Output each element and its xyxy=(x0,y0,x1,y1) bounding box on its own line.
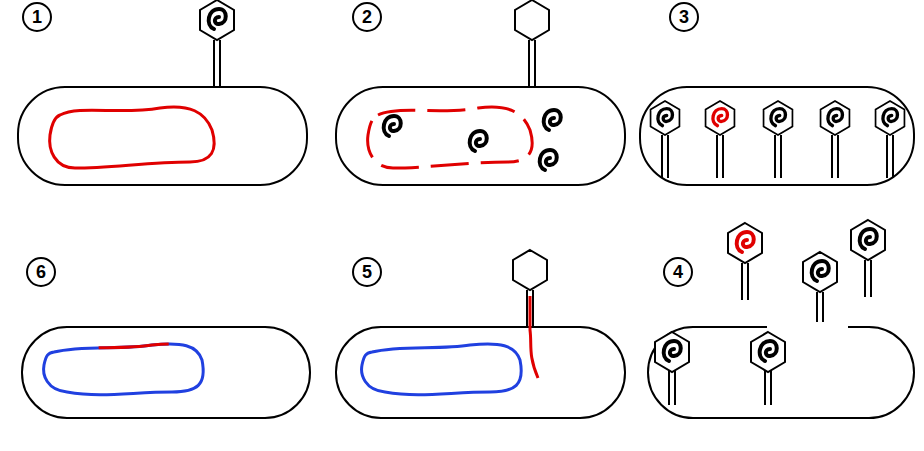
step-number: 1 xyxy=(22,2,52,32)
callout-number: 6 xyxy=(36,263,46,281)
callout-number: 1 xyxy=(32,8,42,26)
bacterial-cell xyxy=(18,87,307,185)
step-number: 2 xyxy=(352,2,382,32)
fragmented-chromosome xyxy=(368,107,533,168)
callout-number: 5 xyxy=(362,263,372,281)
phage-tails xyxy=(214,40,893,405)
bacterial-cell xyxy=(336,87,625,185)
recombined-donor-dna xyxy=(44,344,204,395)
callout-number: 2 xyxy=(362,8,372,26)
step-number: 4 xyxy=(663,257,693,287)
bacterial-cell xyxy=(640,87,914,185)
step-number: 6 xyxy=(26,257,56,287)
bacterial-cells xyxy=(18,87,914,418)
recipient-chromosome xyxy=(362,344,522,395)
bacterial-cell xyxy=(22,327,310,418)
step-number: 3 xyxy=(669,2,699,32)
callout-number: 4 xyxy=(673,263,683,281)
bacterial-cell xyxy=(336,327,625,418)
step-number: 5 xyxy=(352,257,382,287)
injected-donor-dna xyxy=(530,296,538,378)
phage-heads xyxy=(200,0,904,372)
phage-dna xyxy=(384,110,561,170)
host-chromosome xyxy=(50,107,215,168)
callout-number: 3 xyxy=(679,8,689,26)
recipient-chromosome xyxy=(44,344,204,395)
lysed-cell xyxy=(648,327,914,418)
